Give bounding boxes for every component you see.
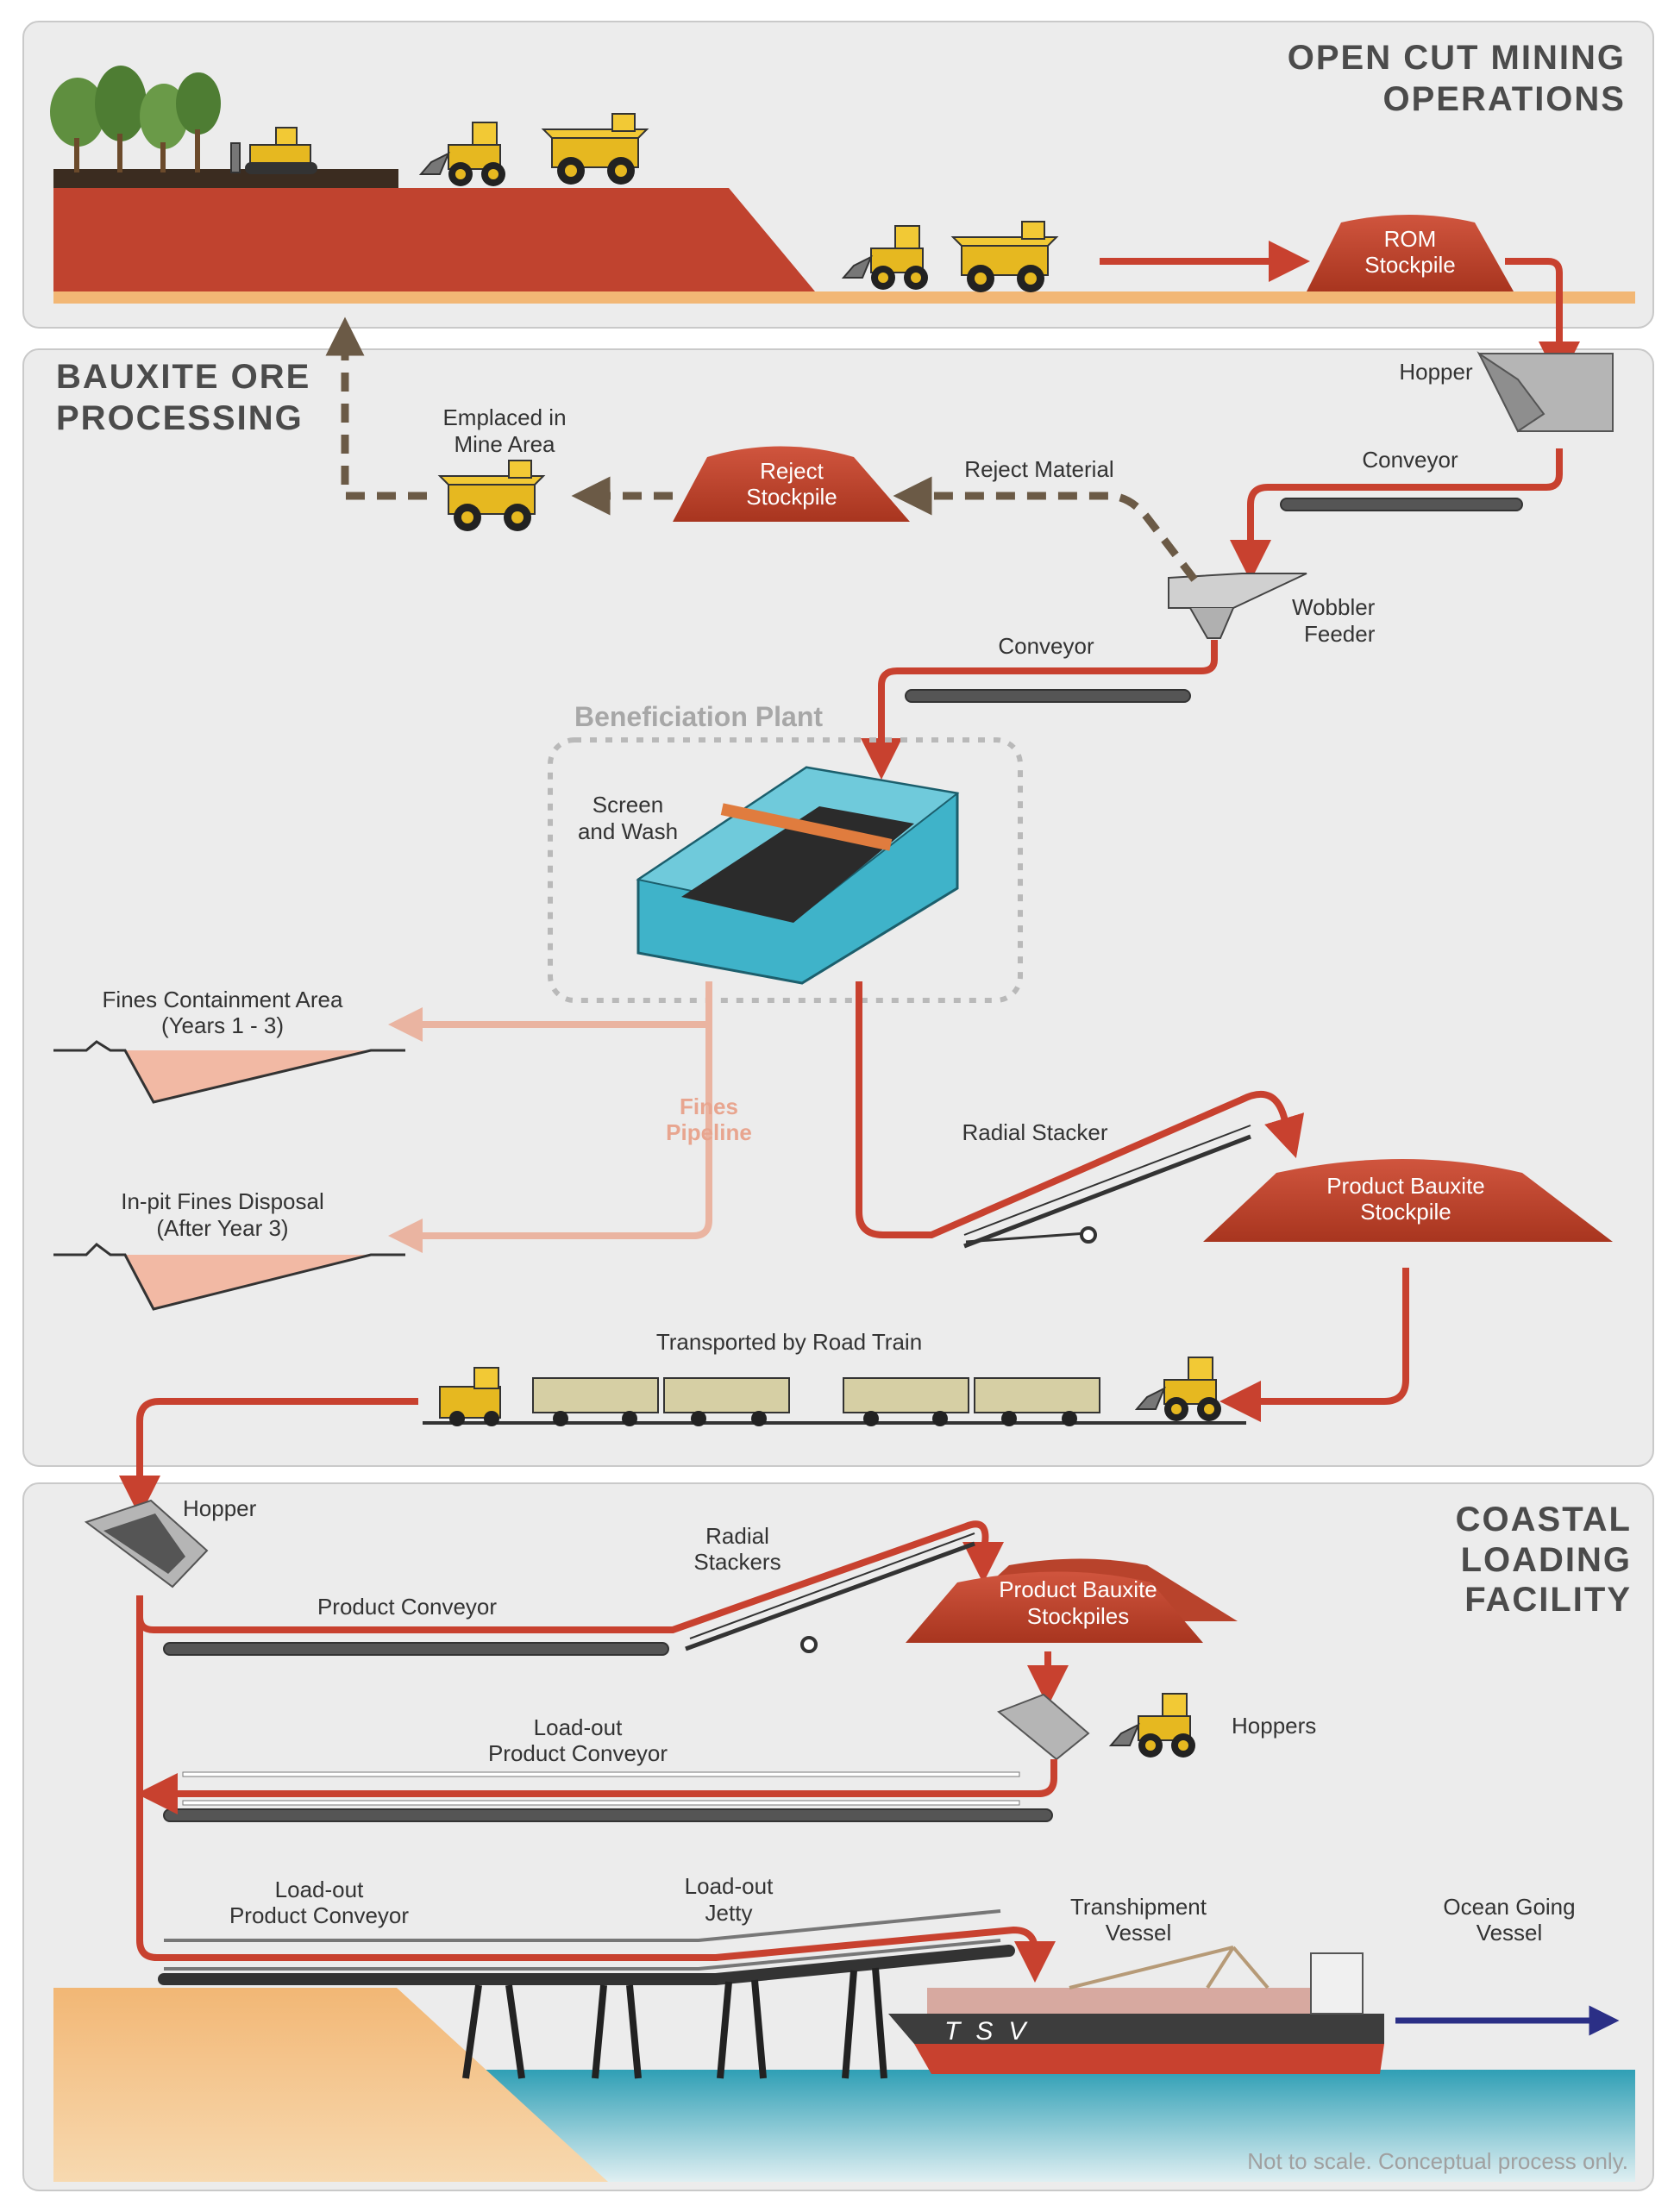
wobbler-feeder-icon (1168, 573, 1307, 639)
loadout-conveyor-upper (163, 1771, 1053, 1822)
section-title-coastal-3: FACILITY (1464, 1581, 1632, 1619)
loadout-conveyor-lower-label-2: Product Conveyor (229, 1902, 409, 1928)
inpit-fines-label-2: (After Year 3) (156, 1215, 288, 1241)
radial-stackers-label: Radial (705, 1523, 769, 1549)
product-bauxite-stockpile-label-2: Stockpile (1360, 1199, 1451, 1225)
fines-containment-label-2: (Years 1 - 3) (161, 1012, 284, 1038)
emplaced-return-path (325, 316, 427, 500)
trees-icon (50, 66, 221, 172)
product-conveyor (163, 1642, 669, 1656)
reject-stockpile-label-2: Stockpile (746, 484, 837, 510)
hopper-top-label: Hopper (1399, 359, 1473, 385)
section-title-mining-2: OPERATIONS (1382, 80, 1626, 118)
radial-stacker-label: Radial Stacker (962, 1119, 1107, 1145)
shore-land (53, 1988, 608, 2182)
flow-rom-to-hopper (1505, 258, 1580, 383)
product-bauxite-stockpiles-label-2: Stockpiles (1027, 1603, 1130, 1629)
transhipment-vessel-label-2: Vessel (1106, 1920, 1172, 1946)
product-bauxite-stockpile (1203, 1159, 1613, 1242)
ocean-vessel-label-2: Vessel (1477, 1920, 1543, 1946)
inpit-fines-pond (125, 1255, 371, 1309)
disclaimer-note: Not to scale. Conceptual process only. (1247, 2148, 1628, 2174)
conveyor-2 (905, 689, 1191, 703)
hopper-icon (1477, 351, 1614, 433)
conveyor-2-label: Conveyor (998, 633, 1094, 659)
product-bauxite-stockpile-label: Product Bauxite (1326, 1173, 1485, 1199)
flow-plant-to-stacker (856, 981, 1305, 1238)
screen-wash-label-2: and Wash (578, 818, 678, 844)
inpit-fines-outline (53, 1243, 405, 1311)
coastal-hopper-label: Hopper (183, 1495, 257, 1521)
transhipment-vessel-label: Transhipment (1070, 1894, 1207, 1920)
product-conveyor-label: Product Conveyor (317, 1594, 497, 1620)
emplaced-label-2: Mine Area (454, 431, 555, 457)
product-bauxite-stockpiles (906, 1571, 1203, 1643)
ocean-vessel-label: Ocean Going (1443, 1894, 1575, 1920)
flow-feeder-to-plant (861, 640, 1218, 780)
loadout-conveyor-upper-label: Load-out (534, 1714, 623, 1740)
wobbler-feeder-label-2: Feeder (1304, 621, 1376, 647)
screen-wash-machine-icon (636, 766, 960, 985)
section-title-processing-2: PROCESSING (56, 399, 304, 437)
transhipment-vessel-icon (888, 1946, 1384, 2074)
jetty-structure (158, 1909, 1015, 2079)
bulldozer-icon (230, 127, 317, 174)
section-title-mining: OPEN CUT MINING (1288, 39, 1626, 77)
loadout-jetty-label: Load-out (685, 1873, 774, 1899)
section-title-coastal: COASTAL (1456, 1501, 1632, 1538)
fines-pipeline-label-2: Pipeline (666, 1119, 752, 1145)
ship-name: TSV (944, 2017, 1041, 2046)
hoppers-label: Hoppers (1232, 1713, 1316, 1739)
conveyor-1-label: Conveyor (1362, 447, 1458, 473)
beneficiation-plant-title: Beneficiation Plant (574, 701, 823, 732)
beneficiation-plant-boundary (548, 737, 1023, 1003)
wobbler-feeder-label: Wobbler (1292, 594, 1376, 620)
flow-hopper-to-conveyor (1230, 448, 1563, 581)
reject-flow-path (893, 476, 1198, 582)
reject-material-label: Reject Material (964, 456, 1113, 482)
mine-ground (53, 169, 1635, 304)
road-train-label: Transported by Road Train (656, 1329, 922, 1355)
reject-stockpile-label: Reject (760, 458, 824, 484)
hoppers-icon (997, 1693, 1090, 1761)
fines-containment-pond (125, 1050, 371, 1102)
screen-wash-label: Screen (592, 792, 663, 818)
product-bauxite-stockpiles-label: Product Bauxite (999, 1576, 1157, 1602)
fines-containment-label: Fines Containment Area (103, 987, 343, 1012)
fines-pipeline-label: Fines (680, 1093, 738, 1119)
rom-stockpile-label: ROM (1384, 226, 1437, 252)
inpit-fines-label: In-pit Fines Disposal (121, 1188, 324, 1214)
section-title-coastal-2: LOADING (1461, 1541, 1632, 1579)
emplaced-label: Emplaced in (442, 404, 566, 430)
reject-stockpile (673, 446, 910, 522)
loadout-conveyor-upper-label-2: Product Conveyor (488, 1740, 668, 1766)
loadout-jetty-label-2: Jetty (705, 1900, 753, 1926)
road-train-icon (423, 1367, 1246, 1426)
rom-stockpile-label-2: Stockpile (1364, 252, 1456, 278)
conveyor-1 (1280, 498, 1523, 511)
coastal-hopper-icon (84, 1499, 209, 1589)
loadout-conveyor-lower-label: Load-out (275, 1877, 364, 1902)
coastal-radial-stacker-icon (685, 1532, 975, 1653)
flow-stockpile-to-roadtrain (1219, 1268, 1409, 1422)
flow-roadtrain-to-hopper (119, 1398, 418, 1517)
flow-hoppers-to-loadout (136, 1759, 1057, 1814)
flow-loadout-to-vessel (136, 1595, 1056, 1983)
radial-stacker-icon (963, 1125, 1251, 1249)
radial-stackers-label-2: Stackers (693, 1549, 781, 1575)
fines-pipeline-path (388, 981, 712, 1253)
section-title-processing: BAUXITE ORE (56, 358, 310, 396)
rom-stockpile (1307, 215, 1514, 291)
fines-containment-outline (53, 1040, 405, 1104)
